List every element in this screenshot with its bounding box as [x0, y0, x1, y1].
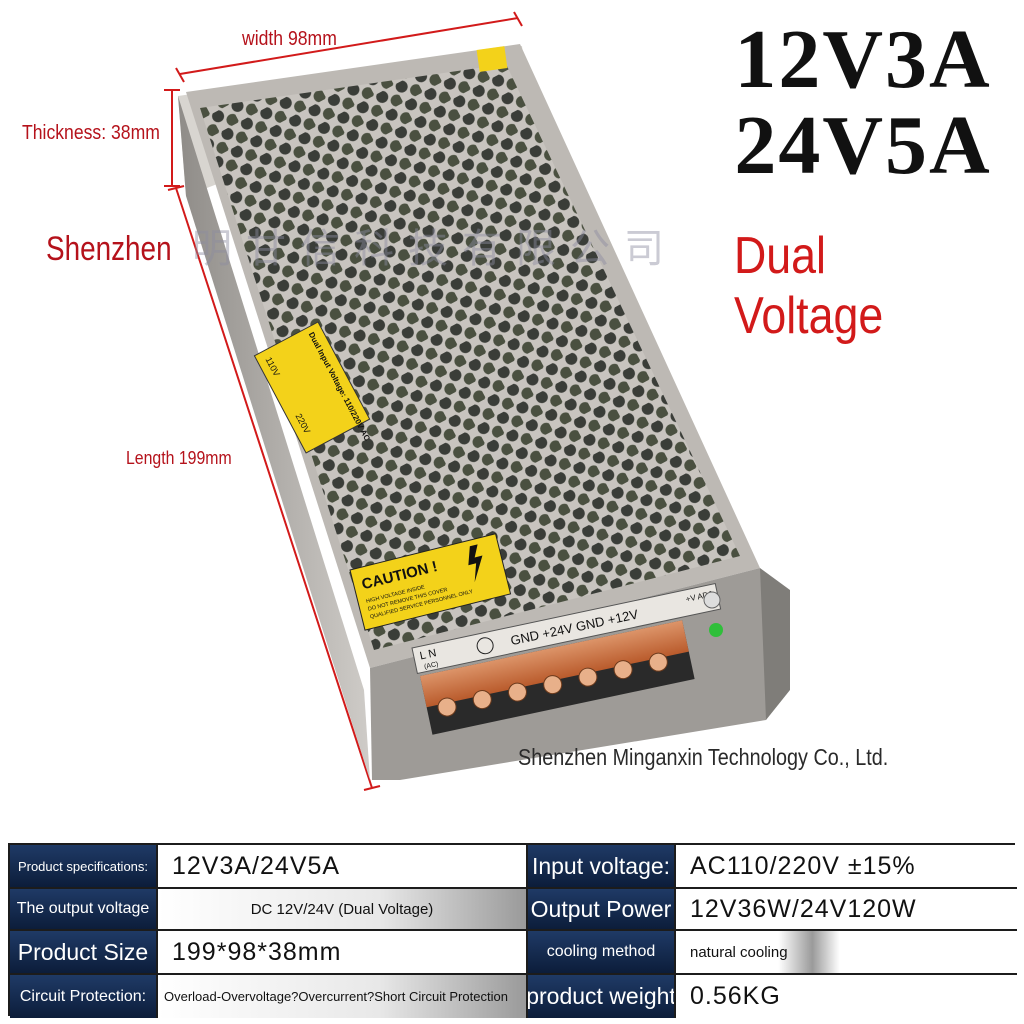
led-indicator	[709, 623, 723, 637]
spec-value-circuit-protection: Overload-Overvoltage?Overcurrent?Short C…	[158, 975, 528, 1018]
spec-label-cooling-method: cooling method	[528, 931, 676, 975]
watermark-text: 明甘信科技有限公司	[192, 227, 678, 271]
power-supply-illustration: Dual Input Voltage: 110/220V AC 110V 220…	[164, 11, 790, 791]
dimension-lines	[164, 11, 523, 791]
spec-label-circuit-protection: Circuit Protection:	[10, 975, 158, 1018]
spec-label-product-size: Product Size	[10, 931, 158, 975]
svg-text:L N: L N	[419, 647, 438, 662]
spec-value-product-weight: 0.56KG	[676, 975, 1017, 1018]
company-name: Shenzhen Minganxin Technology Co., Ltd.	[518, 744, 889, 770]
spec-label-output-voltage: The output voltage	[10, 889, 158, 931]
spec-label-input-voltage: Input voltage:	[528, 845, 676, 889]
spec-value-output-voltage: DC 12V/24V (Dual Voltage)	[158, 889, 528, 931]
width-dimension: width 98mm	[242, 28, 337, 50]
city-label: Shenzhen	[46, 230, 172, 268]
spec-value-cooling-method: natural cooling	[676, 931, 1017, 975]
terminal-block	[420, 620, 695, 735]
spec-label-specifications: Product specifications:	[10, 845, 158, 889]
length-dimension: Length 199mm	[126, 448, 232, 468]
adjust-potentiometer	[703, 591, 721, 609]
svg-text:(AC): (AC)	[424, 661, 440, 671]
spec-label-output-power: Output Power	[528, 889, 676, 931]
thickness-dimension: Thickness: 38mm	[22, 122, 160, 144]
spec-value-specifications: 12V3A/24V5A	[158, 845, 528, 889]
spec-value-output-power: 12V36W/24V120W	[676, 889, 1017, 931]
spec-value-input-voltage: AC110/220V ±15%	[676, 845, 1017, 889]
model-line-1: 12V3A	[734, 13, 992, 106]
model-line-2: 24V5A	[734, 99, 992, 192]
chassis	[178, 44, 790, 780]
spec-value-product-size: 199*98*38mm	[158, 931, 528, 975]
spec-label-product-weight: product weight	[528, 975, 676, 1018]
spec-table: Product specifications: 12V3A/24V5A Inpu…	[8, 843, 1017, 1018]
dual-voltage-title: Dual Voltage	[734, 227, 884, 345]
top-sticker	[476, 46, 508, 72]
